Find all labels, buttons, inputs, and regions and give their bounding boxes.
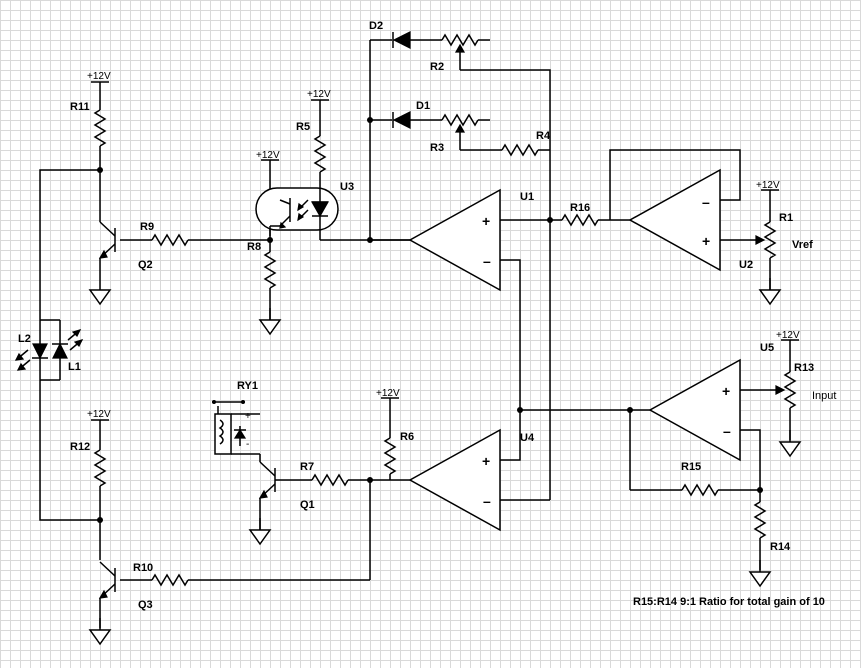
svg-text:–: – <box>483 253 491 269</box>
svg-text:R8: R8 <box>247 241 261 253</box>
svg-text:R3: R3 <box>430 142 444 154</box>
svg-text:U4: U4 <box>520 432 535 444</box>
svg-text:R6: R6 <box>400 431 414 443</box>
label-input: Input <box>812 390 836 402</box>
supply-r13: +12V <box>776 330 800 353</box>
resistor-r6: R6 <box>383 410 414 480</box>
svg-text:+: + <box>702 233 710 249</box>
svg-text:R4: R4 <box>536 130 551 142</box>
resistor-r15: R15 <box>630 461 760 497</box>
svg-text:R16: R16 <box>570 202 590 214</box>
resistor-r12: R12 <box>70 432 107 560</box>
resistor-r16: R16 <box>550 202 630 227</box>
transistor-q2: Q2 <box>98 221 153 278</box>
svg-text:L2: L2 <box>18 333 31 345</box>
svg-text:+12V: +12V <box>87 71 111 82</box>
diode-d2: D2 <box>369 20 411 49</box>
svg-text:R2: R2 <box>430 61 444 73</box>
svg-text:Q1: Q1 <box>300 499 315 511</box>
resistor-r14: R14 <box>753 490 791 570</box>
svg-text:+12V: +12V <box>307 89 331 100</box>
opamp-u4: + – U4 <box>408 428 535 532</box>
svg-text:L1: L1 <box>68 361 81 373</box>
svg-text:–: – <box>483 493 491 509</box>
svg-text:+: + <box>482 453 490 469</box>
svg-text:RY1: RY1 <box>237 380 258 392</box>
svg-text:R9: R9 <box>140 221 154 233</box>
supply-r5: +12V <box>307 89 331 113</box>
resistor-r4: R4 <box>460 130 551 157</box>
svg-text:-: - <box>246 439 249 450</box>
svg-text:+: + <box>245 411 251 422</box>
opamp-u2: – + U2 <box>628 168 753 272</box>
led-pair: L2 L1 <box>14 319 84 381</box>
potentiometer-r2: R2 <box>410 33 551 150</box>
transistor-q3: Q3 <box>98 561 153 628</box>
opamp-u1: + – U1 <box>408 188 534 292</box>
svg-text:+: + <box>722 383 730 399</box>
svg-text:U3: U3 <box>340 181 354 193</box>
svg-text:R5: R5 <box>296 121 310 133</box>
resistor-r9: R9 <box>120 221 270 247</box>
resistor-r7: R7 <box>275 461 410 487</box>
svg-text:U5: U5 <box>760 342 774 354</box>
supply-r1: +12V <box>756 180 780 203</box>
label-vref: Vref <box>792 239 813 251</box>
svg-text:R7: R7 <box>300 461 314 473</box>
svg-text:D2: D2 <box>369 20 383 32</box>
wires <box>39 40 786 580</box>
resistor-r11: R11 <box>70 94 107 222</box>
svg-text:+12V: +12V <box>87 409 111 420</box>
svg-text:D1: D1 <box>416 100 430 112</box>
svg-text:R12: R12 <box>70 441 90 453</box>
svg-text:Q3: Q3 <box>138 599 153 611</box>
svg-text:+12V: +12V <box>256 150 280 161</box>
resistor-r10: R10 <box>120 562 370 587</box>
svg-text:+12V: +12V <box>376 388 400 399</box>
diode-d1: D1 <box>370 100 430 129</box>
supply-r6: +12V <box>376 388 400 411</box>
svg-text:U2: U2 <box>739 259 753 271</box>
opamp-u5: + – U5 <box>648 342 774 462</box>
svg-text:+12V: +12V <box>756 180 780 191</box>
svg-text:R14: R14 <box>770 541 791 553</box>
svg-text:–: – <box>702 194 710 210</box>
svg-text:+12V: +12V <box>776 330 800 341</box>
resistor-r8: R8 <box>247 220 277 320</box>
svg-text:R10: R10 <box>133 562 153 574</box>
svg-text:U1: U1 <box>520 191 534 203</box>
svg-text:Q2: Q2 <box>138 259 153 271</box>
junctions <box>97 117 763 523</box>
svg-text:+: + <box>482 213 490 229</box>
potentiometer-r3: R3 <box>410 113 490 154</box>
supply-r12: +12V <box>87 409 111 433</box>
relay-ry1: RY1 + - <box>212 380 261 462</box>
supply-r11: +12V <box>87 71 111 95</box>
svg-text:R13: R13 <box>794 362 814 374</box>
potentiometer-r1: R1 <box>763 202 793 290</box>
svg-text:–: – <box>723 423 731 439</box>
potentiometer-r13: R13 <box>783 352 814 440</box>
optocoupler-u3: U3 <box>255 181 410 241</box>
svg-text:R15: R15 <box>681 461 701 473</box>
note-gain: R15:R14 9:1 Ratio for total gain of 10 <box>633 596 825 608</box>
resistor-r5: R5 <box>296 112 327 188</box>
svg-text:R11: R11 <box>70 101 90 113</box>
svg-text:R1: R1 <box>779 212 793 224</box>
